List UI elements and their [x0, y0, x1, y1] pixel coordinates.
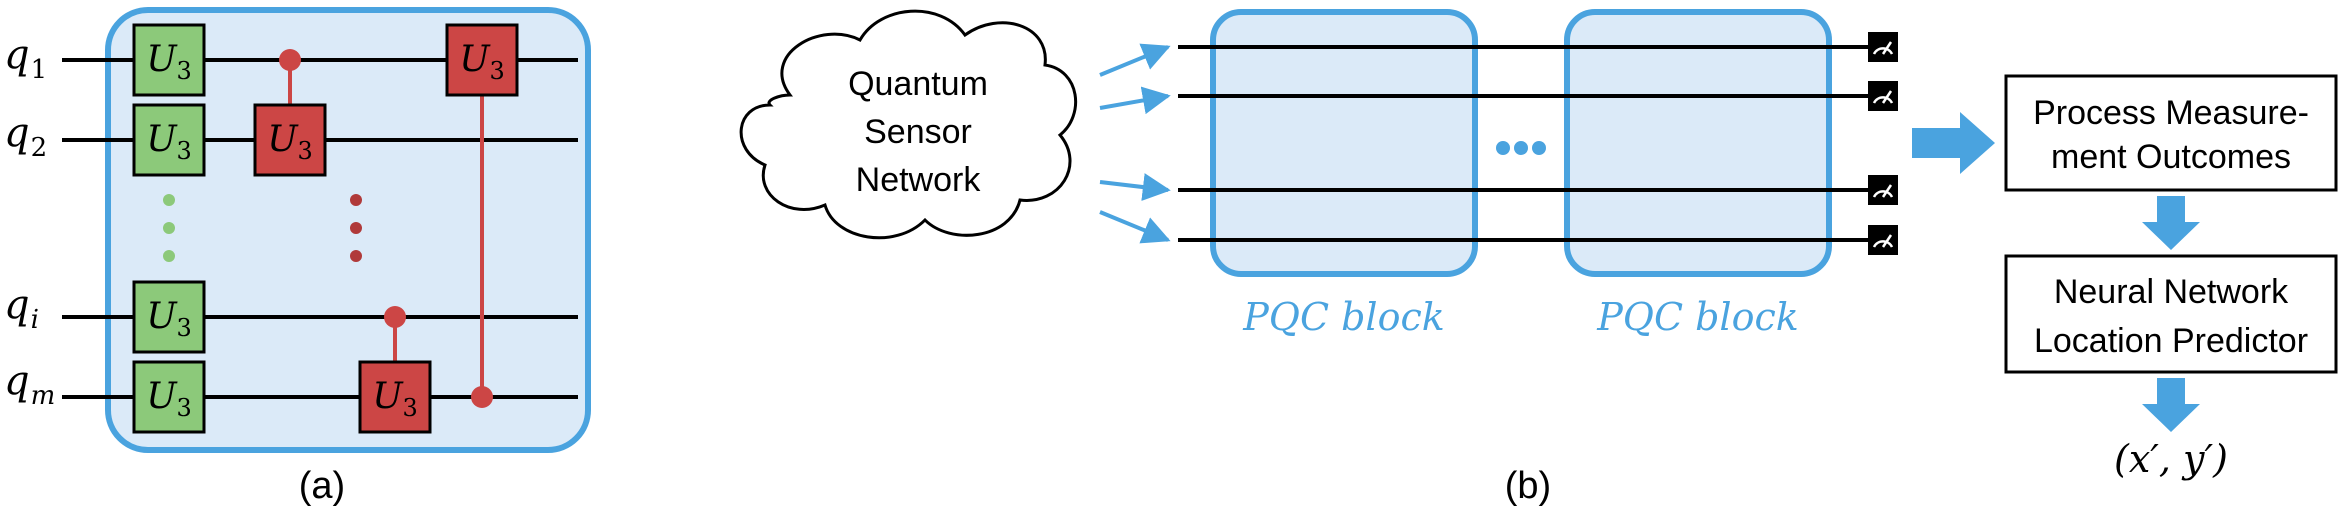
gate-symbol: U	[146, 119, 178, 160]
gate-subscript: 3	[177, 314, 192, 342]
pqc-block-1	[1210, 9, 1478, 277]
cloud-line-1: Quantum	[848, 65, 988, 103]
ellipsis-dot-red	[350, 194, 362, 206]
quantum-sensor-network-cloud: Quantum Sensor Network	[739, 9, 1077, 240]
gate-subscript: 3	[177, 137, 192, 165]
measurement-meter-icon	[1868, 175, 1898, 205]
control-dot	[471, 386, 493, 408]
neural-network-predictor-box	[2004, 254, 2338, 374]
qubit-label-base: q	[4, 110, 30, 156]
qubit-label-sub: i	[31, 305, 39, 335]
controlled-u3-q1-q2: U3	[253, 49, 327, 177]
svg-text:U3: U3	[267, 119, 313, 165]
panel-b: Quantum Sensor Network •••	[739, 9, 2338, 507]
svg-text:U3: U3	[146, 39, 192, 85]
nn-box-line-1: Neural Network	[2054, 273, 2289, 311]
qubit-label-sub: 1	[31, 55, 48, 85]
output-coordinates: (x′, y′)	[2114, 437, 2228, 481]
measurement-meter-icon	[1868, 32, 1898, 62]
ellipsis-dot-blue	[1514, 141, 1528, 155]
cloud-shape	[739, 9, 1077, 240]
u3-gate-qm: U3	[132, 360, 206, 434]
qubit-label-base: q	[4, 282, 30, 328]
qubit-label-qm: qm	[4, 358, 55, 411]
ellipsis-dot-red	[350, 250, 362, 262]
circuit-block	[105, 7, 591, 453]
process-measurements-box	[2004, 74, 2338, 192]
svg-text:U3: U3	[459, 39, 505, 85]
svg-text:U3: U3	[372, 376, 418, 422]
u3-gate-qi: U3	[132, 280, 206, 354]
controlled-u3-qi-qm: U3	[358, 306, 432, 434]
u3-gate-q1: U3	[132, 23, 206, 97]
input-arrow	[1099, 43, 1171, 77]
gate-subscript: 3	[177, 394, 192, 422]
measurement-meter-icon	[1868, 225, 1898, 255]
ellipsis-dot-green	[163, 222, 175, 234]
pqc-label-1: PQC block	[1242, 295, 1445, 339]
pqc-block-2	[1564, 9, 1832, 277]
pqc-label-2: PQC block	[1596, 295, 1799, 339]
nn-box-line-2: Location Predictor	[2034, 322, 2308, 360]
caption-b: (b)	[1505, 465, 1551, 507]
input-arrow	[1099, 210, 1171, 244]
cloud-line-2: Sensor	[864, 113, 972, 151]
gate-subscript: 3	[177, 57, 192, 85]
measurement-meter-icon	[1868, 81, 1898, 111]
flow-arrow-down	[2142, 378, 2200, 432]
svg-text:U3: U3	[146, 376, 192, 422]
gate-symbol: U	[146, 296, 178, 337]
input-arrow	[1099, 173, 1171, 201]
ellipsis-dot-green	[163, 250, 175, 262]
qubit-label-sub: m	[31, 381, 56, 411]
qubit-label-q1: q1	[4, 32, 47, 85]
flow-arrow-right	[1912, 112, 1995, 174]
gate-subscript: 3	[403, 394, 418, 422]
qubit-label-qi: qi	[4, 282, 39, 335]
gate-symbol: U	[146, 39, 178, 80]
controlled-u3-qm-q1: U3	[445, 23, 519, 408]
u3-gate-q2: U3	[132, 103, 206, 177]
qubit-label-q2: q2	[4, 110, 47, 163]
gate-symbol: U	[146, 376, 178, 417]
process-box-line-1: Process Measure-	[2033, 94, 2309, 132]
ellipsis-dot-blue	[1532, 141, 1546, 155]
gate-symbol: U	[459, 39, 491, 80]
gate-subscript: 3	[490, 57, 505, 85]
gate-symbol: U	[267, 119, 299, 160]
ellipsis-dot-blue	[1496, 141, 1510, 155]
svg-text:U3: U3	[146, 119, 192, 165]
svg-text:U3: U3	[146, 296, 192, 342]
qubit-label-base: q	[4, 32, 30, 78]
panel-a: q1 q2 qi qm U3 U3 U3 U3	[4, 7, 591, 507]
control-dot	[279, 49, 301, 71]
input-arrow	[1099, 86, 1171, 115]
cloud-line-3: Network	[856, 161, 982, 199]
flow-arrow-down	[2142, 196, 2200, 250]
gate-symbol: U	[372, 376, 404, 417]
caption-a: (a)	[299, 465, 345, 507]
qubit-label-sub: 2	[31, 133, 48, 163]
control-dot	[384, 306, 406, 328]
ellipsis-dot-green	[163, 194, 175, 206]
ellipsis-dot-red	[350, 222, 362, 234]
process-box-line-2: ment Outcomes	[2051, 138, 2291, 176]
qubit-label-base: q	[4, 358, 30, 404]
gate-subscript: 3	[298, 137, 313, 165]
